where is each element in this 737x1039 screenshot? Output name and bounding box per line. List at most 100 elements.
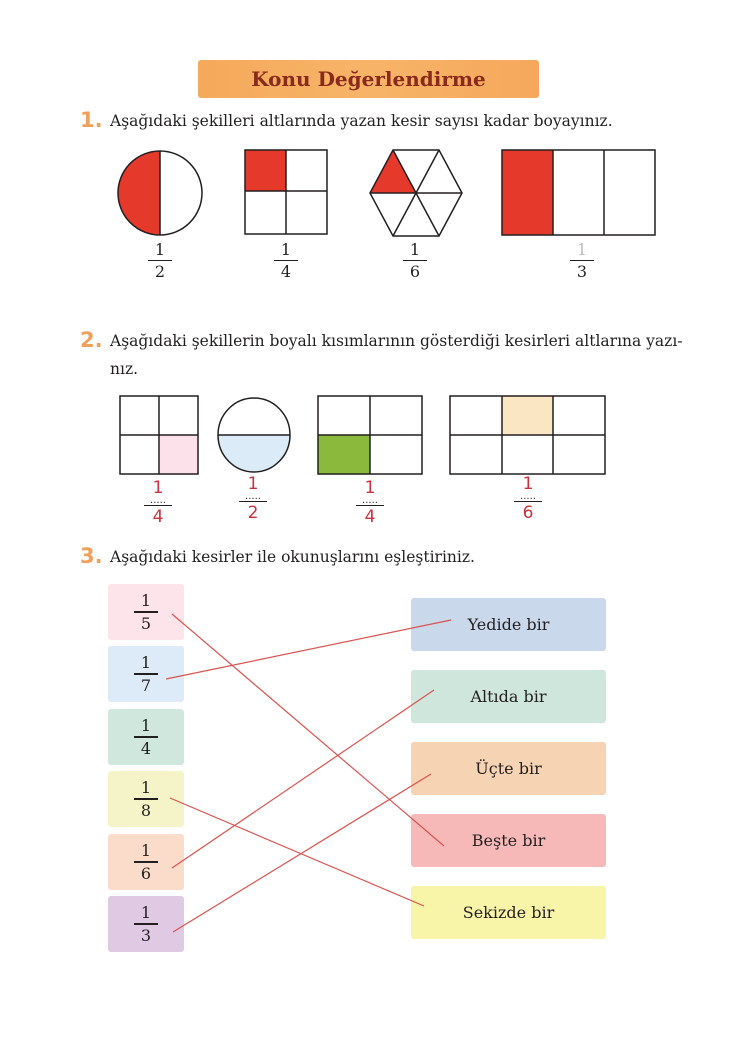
- q1-square-shaded-cell: [245, 150, 286, 191]
- q1-fraction-4: 1 3: [567, 241, 597, 280]
- q1-fraction-2-bar: [274, 260, 298, 262]
- q3-left-card-2-fraction: 1 7: [131, 653, 161, 694]
- q2-answer-1-dots: .....: [150, 495, 166, 506]
- q3-left-card-1[interactable]: 1 5: [108, 584, 184, 640]
- question-1-number: 1.: [80, 108, 103, 132]
- q1-fraction-4-bar: [570, 260, 594, 262]
- q1-fraction-1-numerator: 1: [154, 240, 166, 259]
- q3-left-card-6-numerator: 1: [140, 903, 152, 923]
- q1-fraction-3-bar: [403, 260, 427, 262]
- q2-answer-1-bar: [144, 505, 172, 507]
- q3-right-box-2[interactable]: Altıda bir: [411, 670, 606, 723]
- question-2-number: 2.: [80, 328, 103, 352]
- match-line-seventh-to-yedide: [165, 619, 452, 680]
- q3-left-card-5-fraction: 1 6: [131, 841, 161, 883]
- q3-left-card-3-numerator: 1: [140, 716, 152, 736]
- match-line-eighth-to-sekizde: [169, 797, 425, 907]
- q2-answer-3-numerator: 1: [364, 478, 376, 498]
- q3-left-card-4-bar: [134, 798, 158, 800]
- q3-right-box-3[interactable]: Üçte bir: [411, 742, 606, 795]
- q2-answer-2-numerator: 1: [247, 474, 259, 494]
- q1-rectangle-shaded-part: [502, 150, 553, 235]
- q2-answer-3-dots: .....: [362, 495, 378, 506]
- q3-left-card-2[interactable]: 1 7: [108, 646, 184, 702]
- q3-left-card-3-fraction: 1 4: [131, 716, 161, 758]
- q2-answer-1-numerator: 1: [152, 478, 164, 498]
- q2-circle-shaded-half: [218, 435, 290, 472]
- q2-circle-shape: [217, 397, 291, 473]
- q3-right-box-1[interactable]: Yedide bir: [411, 598, 606, 651]
- q2-answer-2-bar: [239, 501, 267, 503]
- q2-square-shaded-cell: [159, 435, 198, 474]
- q2-answer-2: 1 ..... 2: [233, 474, 273, 523]
- q3-left-card-2-bar: [134, 673, 158, 675]
- q3-left-card-1-fraction: 1 5: [131, 591, 161, 633]
- q3-left-card-6[interactable]: 1 3: [108, 896, 184, 952]
- q2-answer-3-bar: [356, 505, 384, 507]
- q1-square-shape: [244, 149, 328, 235]
- question-1-text: Aşağıdaki şekilleri altlarında yazan kes…: [110, 112, 613, 130]
- question-3-number: 3.: [80, 544, 103, 568]
- match-line-third-to-ucte: [172, 773, 432, 933]
- page-title-banner: Konu Değerlendirme: [198, 60, 539, 98]
- q3-left-card-3-bar: [134, 736, 158, 738]
- q3-left-card-5[interactable]: 1 6: [108, 834, 184, 890]
- q2-square-shape: [119, 395, 199, 475]
- q3-right-box-4[interactable]: Beşte bir: [411, 814, 606, 867]
- q3-left-card-4-numerator: 1: [140, 778, 152, 798]
- q1-rectangle-outline: [501, 149, 656, 236]
- q3-right-box-5-label: Sekizde bir: [462, 903, 555, 922]
- q1-fraction-1-denominator: 2: [154, 262, 166, 282]
- q3-right-box-5[interactable]: Sekizde bir: [411, 886, 606, 939]
- q2-answer-4-dots: .....: [520, 491, 536, 502]
- q1-fraction-2-denominator: 4: [280, 262, 292, 282]
- q3-left-card-5-bar: [134, 861, 158, 863]
- q2-answer-4: 1 ..... 6: [508, 474, 548, 523]
- match-line-sixth-to-altida: [171, 689, 435, 869]
- page-title: Konu Değerlendirme: [251, 67, 486, 91]
- q2-answer-3: 1 ..... 4: [350, 478, 390, 527]
- q3-left-card-3[interactable]: 1 4: [108, 709, 184, 765]
- q1-fraction-3: 1 6: [400, 241, 430, 280]
- q3-left-card-6-bar: [134, 923, 158, 925]
- q3-left-card-4[interactable]: 1 8: [108, 771, 184, 827]
- q1-hexagon-shaded-triangle: [370, 150, 416, 193]
- q1-fraction-3-numerator: 1: [409, 240, 421, 259]
- q3-left-card-5-numerator: 1: [140, 841, 152, 861]
- q3-right-box-1-label: Yedide bir: [467, 615, 550, 634]
- question-3-text: Aşağıdaki kesirler ile okunuşlarını eşle…: [110, 548, 475, 566]
- q1-circle-shaded-half: [118, 151, 160, 235]
- q1-fraction-1-bar: [148, 260, 172, 262]
- question-2-text-line2: nız.: [110, 360, 139, 378]
- q2-grid-shaded-cell: [502, 396, 553, 435]
- q1-fraction-4-denominator: 3: [576, 262, 588, 282]
- q3-left-card-6-denominator: 3: [140, 925, 152, 945]
- question-2-text-line1: Aşağıdaki şekillerin boyalı kısımlarının…: [110, 332, 683, 350]
- q3-left-card-6-fraction: 1 3: [131, 903, 161, 945]
- q3-left-card-2-numerator: 1: [140, 653, 152, 673]
- question-2-shapes: [119, 395, 606, 475]
- q3-right-box-3-label: Üçte bir: [475, 759, 542, 778]
- q3-right-box-2-label: Altıda bir: [470, 687, 547, 706]
- q2-rectangle-shaded-cell: [318, 435, 370, 474]
- q3-left-card-1-numerator: 1: [140, 591, 152, 611]
- q2-answer-4-bar: [514, 501, 542, 503]
- q3-left-card-5-denominator: 6: [140, 863, 152, 883]
- q1-fraction-2: 1 4: [271, 241, 301, 280]
- q1-fraction-1: 1 2: [145, 241, 175, 280]
- q3-right-box-4-label: Beşte bir: [471, 831, 546, 850]
- q2-rectangle-shape: [317, 395, 423, 475]
- match-line-fifth-to-beste: [171, 613, 445, 847]
- question-1-shapes: [117, 149, 656, 237]
- q3-left-card-3-denominator: 4: [140, 738, 152, 758]
- q1-fraction-2-numerator: 1: [280, 240, 292, 259]
- q1-rectangle-shape: [501, 149, 656, 236]
- q2-answer-1: 1 ..... 4: [138, 478, 178, 527]
- q2-answer-2-dots: .....: [245, 491, 261, 502]
- q1-hexagon-shape: [369, 149, 463, 237]
- q3-left-card-1-denominator: 5: [140, 613, 152, 633]
- q3-left-card-1-bar: [134, 611, 158, 613]
- q2-grid-shape: [449, 395, 606, 475]
- q3-left-card-4-denominator: 8: [140, 800, 152, 820]
- q2-answer-4-numerator: 1: [522, 474, 534, 494]
